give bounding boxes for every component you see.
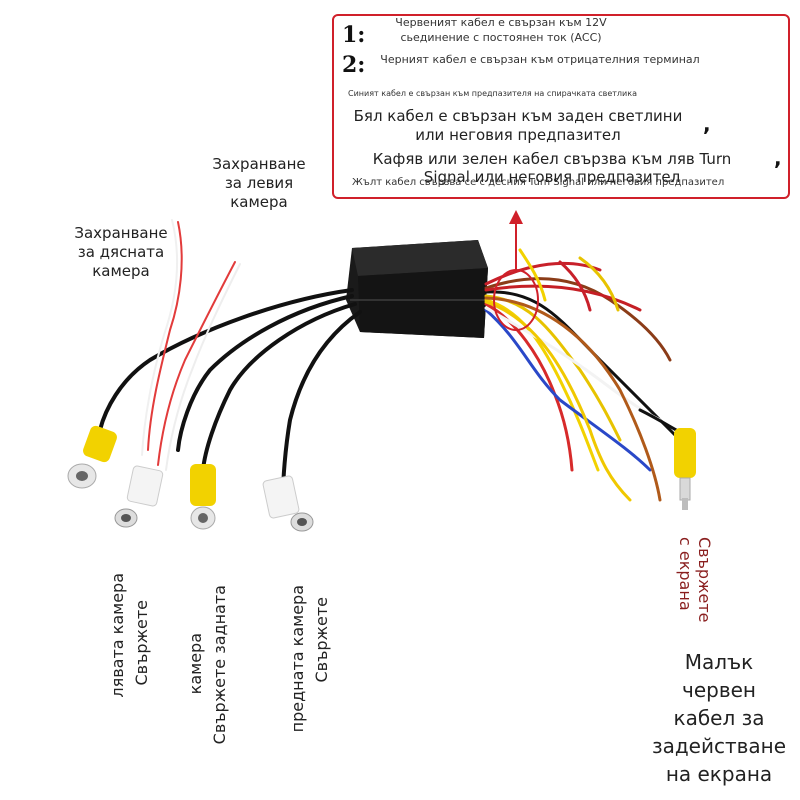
legend-line-1b: сьединение с постоянен ток (ACC) <box>400 31 602 44</box>
legend-line-3: Синият кабел е свързан към предпазителя … <box>348 89 637 98</box>
legend-line-4b: или неговия предпазител <box>415 126 621 144</box>
legend-line-2: Черният кабел е свързан към отрицателния… <box>380 53 700 66</box>
label-connect-rear-camera: камера Свържете задната <box>186 585 229 745</box>
camera-cables <box>98 219 362 497</box>
connector-white-right <box>262 475 314 532</box>
wire-bundle <box>484 248 682 502</box>
label-connect-front-camera: предната камера Свържете <box>288 585 331 733</box>
rca-yellow-left <box>67 425 117 489</box>
legend-marker-2: 2: <box>342 52 366 78</box>
legend-comma-1: , <box>703 112 711 136</box>
legend-line-5a: Кафяв или зелен кабел свързва към ляв Tu… <box>372 150 732 168</box>
connector-white-left <box>114 465 164 528</box>
label-connect-screen: Свържете с екрана <box>676 537 714 623</box>
control-module <box>346 240 488 338</box>
legend-line-1a: Червеният кабел е свързан към 12V <box>395 16 607 29</box>
legend-line-5b: Signal или неговия предпазител <box>423 168 681 186</box>
legend-marker-1: 1: <box>342 22 366 48</box>
legend-box <box>332 14 790 199</box>
rca-yellow-center <box>190 464 216 530</box>
legend-line-4a: Бял кабел е свързан към заден светлини <box>353 107 683 125</box>
label-power-left-camera: Захранване за левия камера <box>212 155 306 211</box>
note-red-trigger-wire: Малък червен кабел за задействане на екр… <box>651 650 787 786</box>
label-power-right-camera: Захранване за дясната камера <box>74 224 168 280</box>
label-connect-left-camera: лявата камера Свържете <box>108 573 151 698</box>
highlight-marker <box>493 210 539 331</box>
rca-yellow-screen <box>674 428 696 510</box>
legend-comma-2: , <box>774 146 782 170</box>
legend-line-6: Жълт кабел свързва се с десния Turn Sign… <box>352 177 725 188</box>
